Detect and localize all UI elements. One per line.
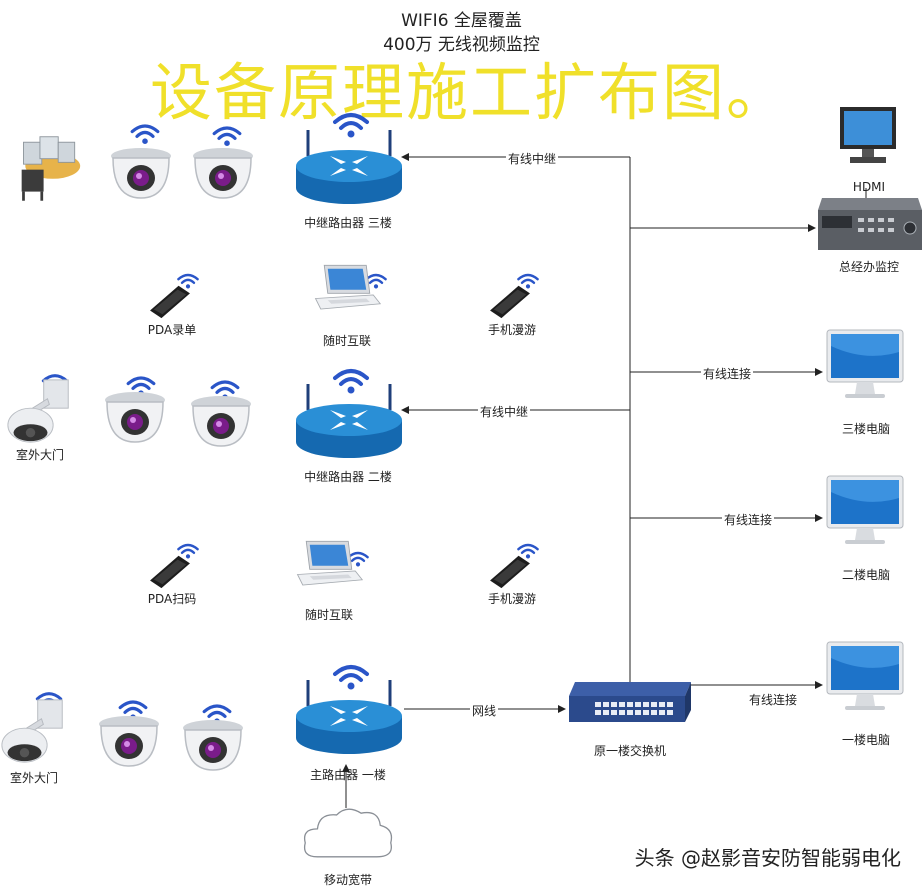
header-line-1: WIFI6 全屋覆盖	[401, 11, 522, 31]
ptz-camera-icon	[6, 378, 72, 444]
laptop-icon	[294, 538, 364, 590]
nvr-icon	[814, 196, 923, 256]
pc-1f-label: 一楼电脑	[841, 733, 891, 747]
link-label-relay-3f: 有线中继	[505, 150, 559, 167]
dome-camera-icon	[188, 390, 254, 450]
laptop-2f-label: 随时互联	[304, 608, 354, 622]
desktop-pc-icon	[825, 328, 905, 400]
pc-3f-label: 三楼电脑	[841, 422, 891, 436]
router-icon	[294, 126, 404, 206]
phone-icon	[486, 282, 534, 320]
router-3f-label: 中继路由器 三楼	[304, 216, 392, 230]
watermark: 头条 @赵影音安防智能弱电化	[634, 846, 901, 870]
router-icon	[294, 380, 404, 460]
link-label-relay-2f: 有线中继	[477, 403, 531, 420]
router-1f-label: 主路由器 一楼	[310, 768, 386, 782]
ptz-camera-icon	[0, 698, 66, 764]
link-label-conn-2f: 有线连接	[721, 511, 775, 528]
pda-2f-label: PDA扫码	[147, 592, 197, 606]
phone-3f-label: 手机漫游	[487, 323, 537, 337]
switch-label: 原一楼交换机	[593, 744, 667, 758]
pc-2f-label: 二楼电脑	[841, 568, 891, 582]
link-label-net-cable: 网线	[469, 702, 499, 719]
pda-3f-label: PDA录单	[147, 323, 197, 337]
gate-2f-label: 室外大门	[15, 448, 65, 462]
cloud-icon	[300, 804, 396, 866]
phone-icon	[486, 552, 534, 590]
dining-table-icon	[18, 126, 82, 206]
link-label-conn-1f: 有线连接	[746, 691, 800, 708]
gate-1f-label: 室外大门	[9, 771, 59, 785]
pda-icon	[146, 552, 194, 590]
laptop-3f-label: 随时互联	[322, 334, 372, 348]
router-2f-label: 中继路由器 二楼	[304, 470, 392, 484]
monitor-icon	[838, 104, 898, 166]
network-switch-icon	[565, 680, 695, 730]
hdmi-label: HDMI	[852, 180, 886, 194]
diagram-title: 设备原理施工扩布图。	[150, 56, 791, 129]
link-label-conn-3f: 有线连接	[700, 365, 754, 382]
router-icon	[294, 676, 404, 756]
cloud-label: 移动宽带	[323, 873, 373, 887]
desktop-pc-icon	[825, 474, 905, 546]
nvr-label: 总经办监控	[838, 260, 900, 274]
dome-camera-icon	[96, 710, 162, 770]
laptop-icon	[312, 262, 382, 314]
pda-icon	[146, 282, 194, 320]
phone-2f-label: 手机漫游	[487, 592, 537, 606]
desktop-pc-icon	[825, 640, 905, 712]
dome-camera-icon	[180, 714, 246, 774]
header-line-2: 400万 无线视频监控	[383, 35, 540, 55]
dome-camera-icon	[190, 142, 256, 202]
dome-camera-icon	[102, 386, 168, 446]
dome-camera-icon	[108, 142, 174, 202]
